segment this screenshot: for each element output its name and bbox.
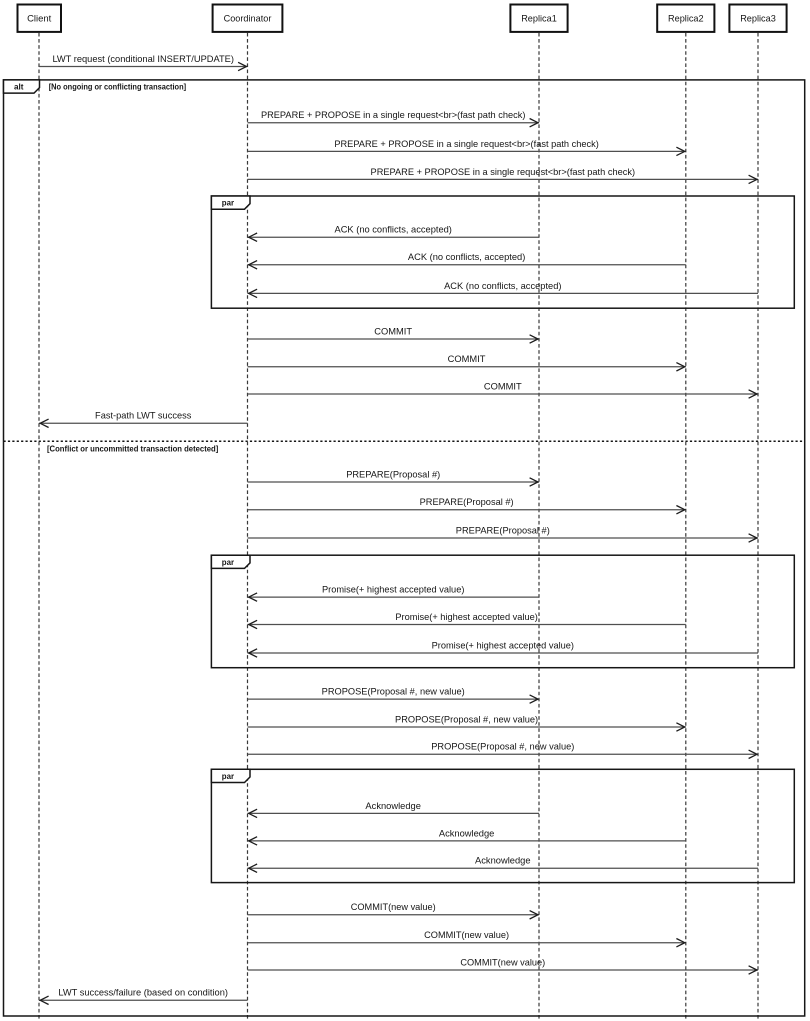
svg-text:alt: alt [14,83,24,92]
svg-text:PREPARE(Proposal #): PREPARE(Proposal #) [346,469,440,479]
svg-text:Promise(+ highest accepted val: Promise(+ highest accepted value) [432,640,574,650]
svg-text:LWT request (conditional INSER: LWT request (conditional INSERT/UPDATE) [52,54,234,64]
svg-text:Fast-path LWT success: Fast-path LWT success [95,411,192,421]
svg-text:par: par [222,199,235,208]
svg-text:Replica2: Replica2 [668,13,704,24]
svg-text:COMMIT: COMMIT [374,326,412,336]
svg-text:Replica3: Replica3 [740,13,776,24]
svg-text:Coordinator: Coordinator [224,13,272,24]
svg-text:COMMIT: COMMIT [448,354,486,364]
svg-text:Promise(+ highest accepted val: Promise(+ highest accepted value) [322,585,464,595]
svg-text:PREPARE + PROPOSE in a single: PREPARE + PROPOSE in a single request<br… [261,110,526,120]
svg-text:Promise(+ highest accepted val: Promise(+ highest accepted value) [395,612,537,622]
svg-text:Replica1: Replica1 [521,13,557,24]
svg-text:PREPARE(Proposal #): PREPARE(Proposal #) [420,497,514,507]
svg-text:PROPOSE(Proposal #, new value): PROPOSE(Proposal #, new value) [431,742,574,752]
svg-text:Acknowledge: Acknowledge [439,828,495,838]
svg-text:COMMIT(new value): COMMIT(new value) [351,902,436,912]
svg-text:Acknowledge: Acknowledge [475,856,531,866]
svg-text:[Conflict or uncommitted trans: [Conflict or uncommitted transaction det… [47,444,219,453]
svg-text:PROPOSE(Proposal #, new value): PROPOSE(Proposal #, new value) [322,687,465,697]
svg-text:PROPOSE(Proposal #, new value): PROPOSE(Proposal #, new value) [395,714,538,724]
svg-text:COMMIT: COMMIT [484,381,522,391]
svg-text:PREPARE + PROPOSE in a single: PREPARE + PROPOSE in a single request<br… [334,139,599,149]
svg-text:LWT success/failure (based on: LWT success/failure (based on condition) [58,988,228,998]
svg-text:Client: Client [27,13,52,24]
svg-text:ACK (no conflicts, accepted): ACK (no conflicts, accepted) [335,225,452,235]
svg-text:[No ongoing or conflicting tra: [No ongoing or conflicting transaction] [49,83,187,92]
svg-text:par: par [222,558,235,567]
svg-text:par: par [222,772,235,781]
svg-text:PREPARE + PROPOSE in a single: PREPARE + PROPOSE in a single request<br… [371,167,636,177]
svg-text:PREPARE(Proposal #): PREPARE(Proposal #) [456,525,550,535]
svg-text:Acknowledge: Acknowledge [365,801,421,811]
svg-text:COMMIT(new value): COMMIT(new value) [424,930,509,940]
svg-text:ACK (no conflicts, accepted): ACK (no conflicts, accepted) [444,281,561,291]
svg-text:ACK (no conflicts, accepted): ACK (no conflicts, accepted) [408,252,525,262]
svg-text:COMMIT(new value): COMMIT(new value) [460,957,545,967]
